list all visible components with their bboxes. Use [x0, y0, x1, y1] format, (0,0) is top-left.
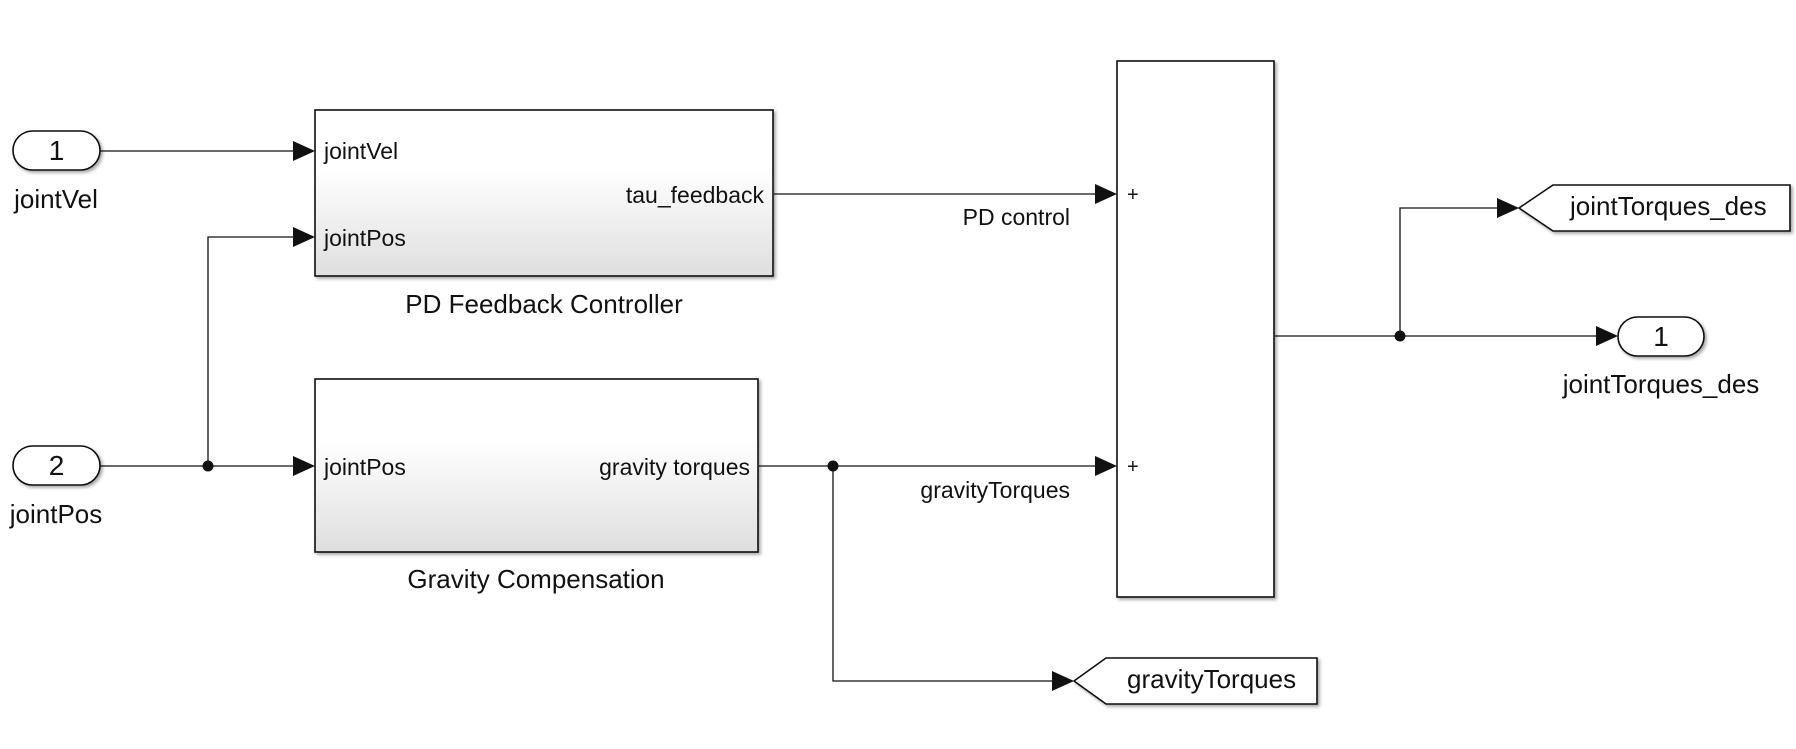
arrowhead: [1095, 184, 1117, 204]
arrowhead: [1052, 671, 1074, 691]
pd-block-title: PD Feedback Controller: [405, 289, 683, 319]
pd-output-port-tau-feedback: tau_feedback: [626, 182, 765, 208]
inport-jointvel[interactable]: 1 jointVel: [12, 130, 101, 214]
arrowhead: [293, 456, 315, 476]
gravity-output-port-gravity-torques: gravity torques: [599, 454, 750, 480]
arrowhead: [293, 227, 315, 247]
line-sum-branch-to-goto[interactable]: [1399, 207, 1500, 336]
inport-number: 1: [49, 135, 65, 166]
inport-jointpos[interactable]: 2 jointPos: [9, 445, 103, 529]
goto-tag-gravitytorques[interactable]: gravityTorques: [1072, 657, 1318, 705]
inport-shape[interactable]: [12, 130, 101, 171]
goto-tag-label: jointTorques_des: [1569, 191, 1767, 221]
signal-label-pd-control: PD control: [963, 204, 1070, 230]
goto-tag-shape[interactable]: [1517, 184, 1791, 232]
arrowhead: [1497, 198, 1519, 218]
signal-lines: [100, 150, 1598, 682]
gravity-block-title: Gravity Compensation: [407, 564, 664, 594]
arrowheads: [293, 141, 1618, 691]
arrowhead: [293, 141, 315, 161]
sum-block[interactable]: + +: [1116, 60, 1275, 598]
gravity-input-port-jointpos: jointPos: [323, 454, 406, 480]
pd-feedback-controller-block[interactable]: jointVel jointPos tau_feedback PD Feedba…: [314, 109, 774, 319]
pd-block-body[interactable]: [314, 109, 774, 277]
inport-label: jointPos: [9, 499, 103, 529]
branch-points: [202, 330, 1406, 472]
outport-label: jointTorques_des: [1562, 369, 1760, 399]
goto-tag-jointtorques-des[interactable]: jointTorques_des: [1517, 184, 1791, 232]
line-jointpos-branch-to-pd[interactable]: [207, 236, 293, 466]
sum-sign-plus: +: [1127, 184, 1139, 206]
arrowhead: [1596, 326, 1618, 346]
line-gravity-branch-to-goto[interactable]: [832, 466, 1054, 682]
pd-input-port-jointpos: jointPos: [323, 225, 406, 251]
outport-number: 1: [1653, 321, 1669, 352]
sum-sign-plus: +: [1127, 456, 1139, 478]
goto-tag-shape[interactable]: [1072, 657, 1318, 705]
gravity-block-body[interactable]: [314, 378, 759, 553]
arrowhead: [1095, 456, 1117, 476]
signal-label-gravity-torques: gravityTorques: [920, 477, 1070, 503]
sum-block-body[interactable]: [1116, 60, 1275, 598]
branch-dot: [1394, 330, 1406, 342]
branch-dot: [202, 460, 214, 472]
pd-input-port-jointvel: jointVel: [323, 138, 398, 164]
inport-label: jointVel: [13, 184, 98, 214]
inport-shape[interactable]: [12, 445, 101, 486]
branch-dot: [827, 460, 839, 472]
goto-tag-label: gravityTorques: [1127, 664, 1296, 694]
outport-jointtorques-des[interactable]: 1 jointTorques_des: [1562, 316, 1760, 399]
gravity-compensation-block[interactable]: jointPos gravity torques Gravity Compens…: [314, 378, 759, 594]
inport-number: 2: [49, 450, 65, 481]
outport-shape[interactable]: [1617, 316, 1705, 357]
